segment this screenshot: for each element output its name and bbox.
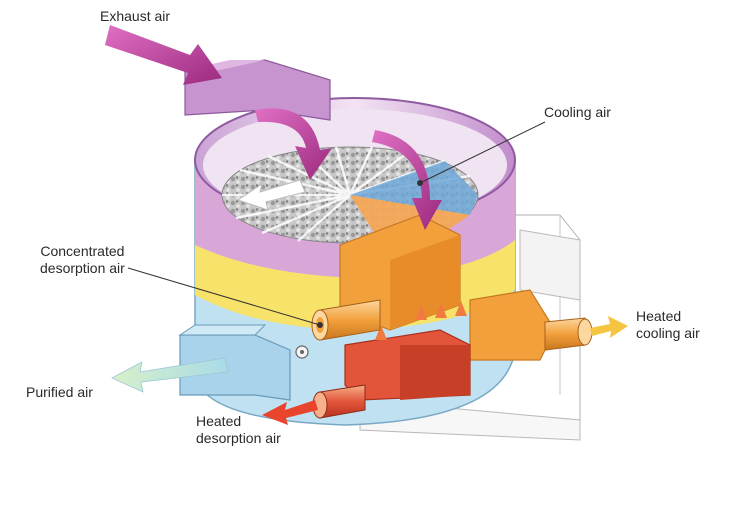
label-concentrated-desorption-air: Concentrated desorption air <box>40 243 125 277</box>
concentrated-leader-dot <box>317 322 323 328</box>
label-concentrated-line1: Concentrated <box>40 243 125 259</box>
label-heated-desorption-line2: desorption air <box>196 430 281 446</box>
cooling-leader-dot <box>417 180 423 186</box>
label-heated-cooling-line2: cooling air <box>636 325 700 341</box>
label-cooling-air: Cooling air <box>544 104 611 120</box>
heated-desorption-arrow <box>262 400 318 425</box>
heated-cooling-pipe <box>544 317 593 351</box>
label-purified-air: Purified air <box>26 384 93 400</box>
drive-motor <box>295 345 309 359</box>
label-heated-desorption-air: Heated desorption air <box>196 413 281 447</box>
label-exhaust-air: Exhaust air <box>100 8 171 24</box>
purified-arrow <box>111 357 229 393</box>
label-heated-cooling-air: Heated cooling air <box>636 308 700 342</box>
desorption-ducts <box>339 214 556 401</box>
cooling-curved-arrow <box>372 130 442 230</box>
exhaust-curved-arrow <box>255 108 332 180</box>
label-concentrated-line2: desorption air <box>40 260 125 276</box>
heated-cooling-arrow <box>590 316 628 338</box>
label-heated-cooling-line1: Heated <box>636 308 682 324</box>
heated-desorption-pipe <box>312 384 366 419</box>
leader-lines <box>127 121 546 326</box>
purified-inner-arrow <box>236 179 306 211</box>
exhaust-arrow <box>105 25 222 85</box>
internal-flow-arrows <box>375 301 467 340</box>
label-heated-desorption-line1: Heated <box>196 413 242 429</box>
purified-duct <box>178 324 291 401</box>
